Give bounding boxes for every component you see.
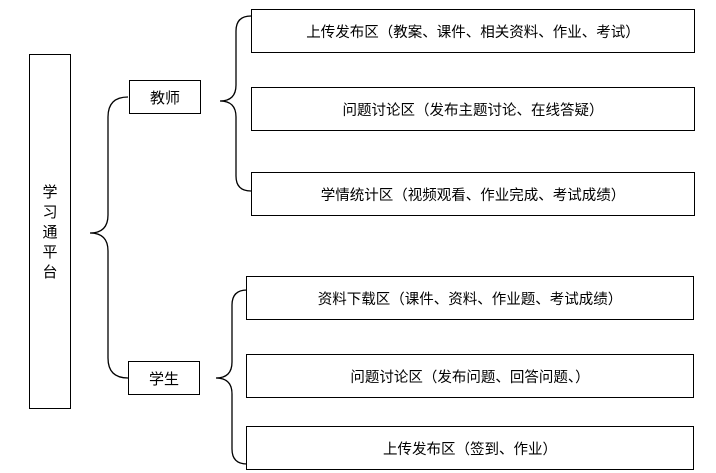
teacher-item-statistics: 学情统计区（视频观看、作业完成、考试成绩） — [251, 172, 695, 216]
student-item-upload: 上传发布区（签到、作业） — [246, 426, 694, 470]
teacher-item-discussion: 问题讨论区（发布主题讨论、在线答疑） — [251, 87, 695, 131]
teacher-node: 教师 — [129, 80, 201, 114]
root-char: 台 — [42, 262, 58, 281]
teacher-label: 教师 — [149, 88, 180, 107]
root-bracket — [89, 96, 129, 379]
root-char: 习 — [42, 202, 58, 221]
teacher-bracket — [219, 15, 252, 192]
student-item-label: 资料下载区（课件、资料、作业题、考试成绩） — [317, 291, 623, 308]
student-label: 学生 — [148, 369, 179, 388]
student-item-label: 上传发布区（签到、作业） — [383, 441, 557, 458]
teacher-item-label: 学情统计区（视频观看、作业完成、考试成绩） — [320, 187, 626, 204]
student-item-label: 问题讨论区（发布问题、回答问题、） — [350, 369, 590, 386]
root-node: 学 习 通 平 台 — [29, 54, 71, 409]
root-char: 通 — [42, 222, 58, 241]
teacher-item-label: 上传发布区（教案、课件、相关资料、作业、考试） — [306, 24, 640, 41]
student-item-download: 资料下载区（课件、资料、作业题、考试成绩） — [246, 276, 694, 320]
teacher-item-label: 问题讨论区（发布主题讨论、在线答疑） — [342, 102, 604, 119]
teacher-item-upload: 上传发布区（教案、课件、相关资料、作业、考试） — [251, 9, 695, 53]
student-node: 学生 — [128, 361, 200, 395]
root-char: 平 — [42, 242, 58, 261]
student-item-discussion: 问题讨论区（发布问题、回答问题、） — [246, 354, 694, 398]
root-char: 学 — [42, 182, 58, 201]
student-bracket — [215, 289, 248, 465]
